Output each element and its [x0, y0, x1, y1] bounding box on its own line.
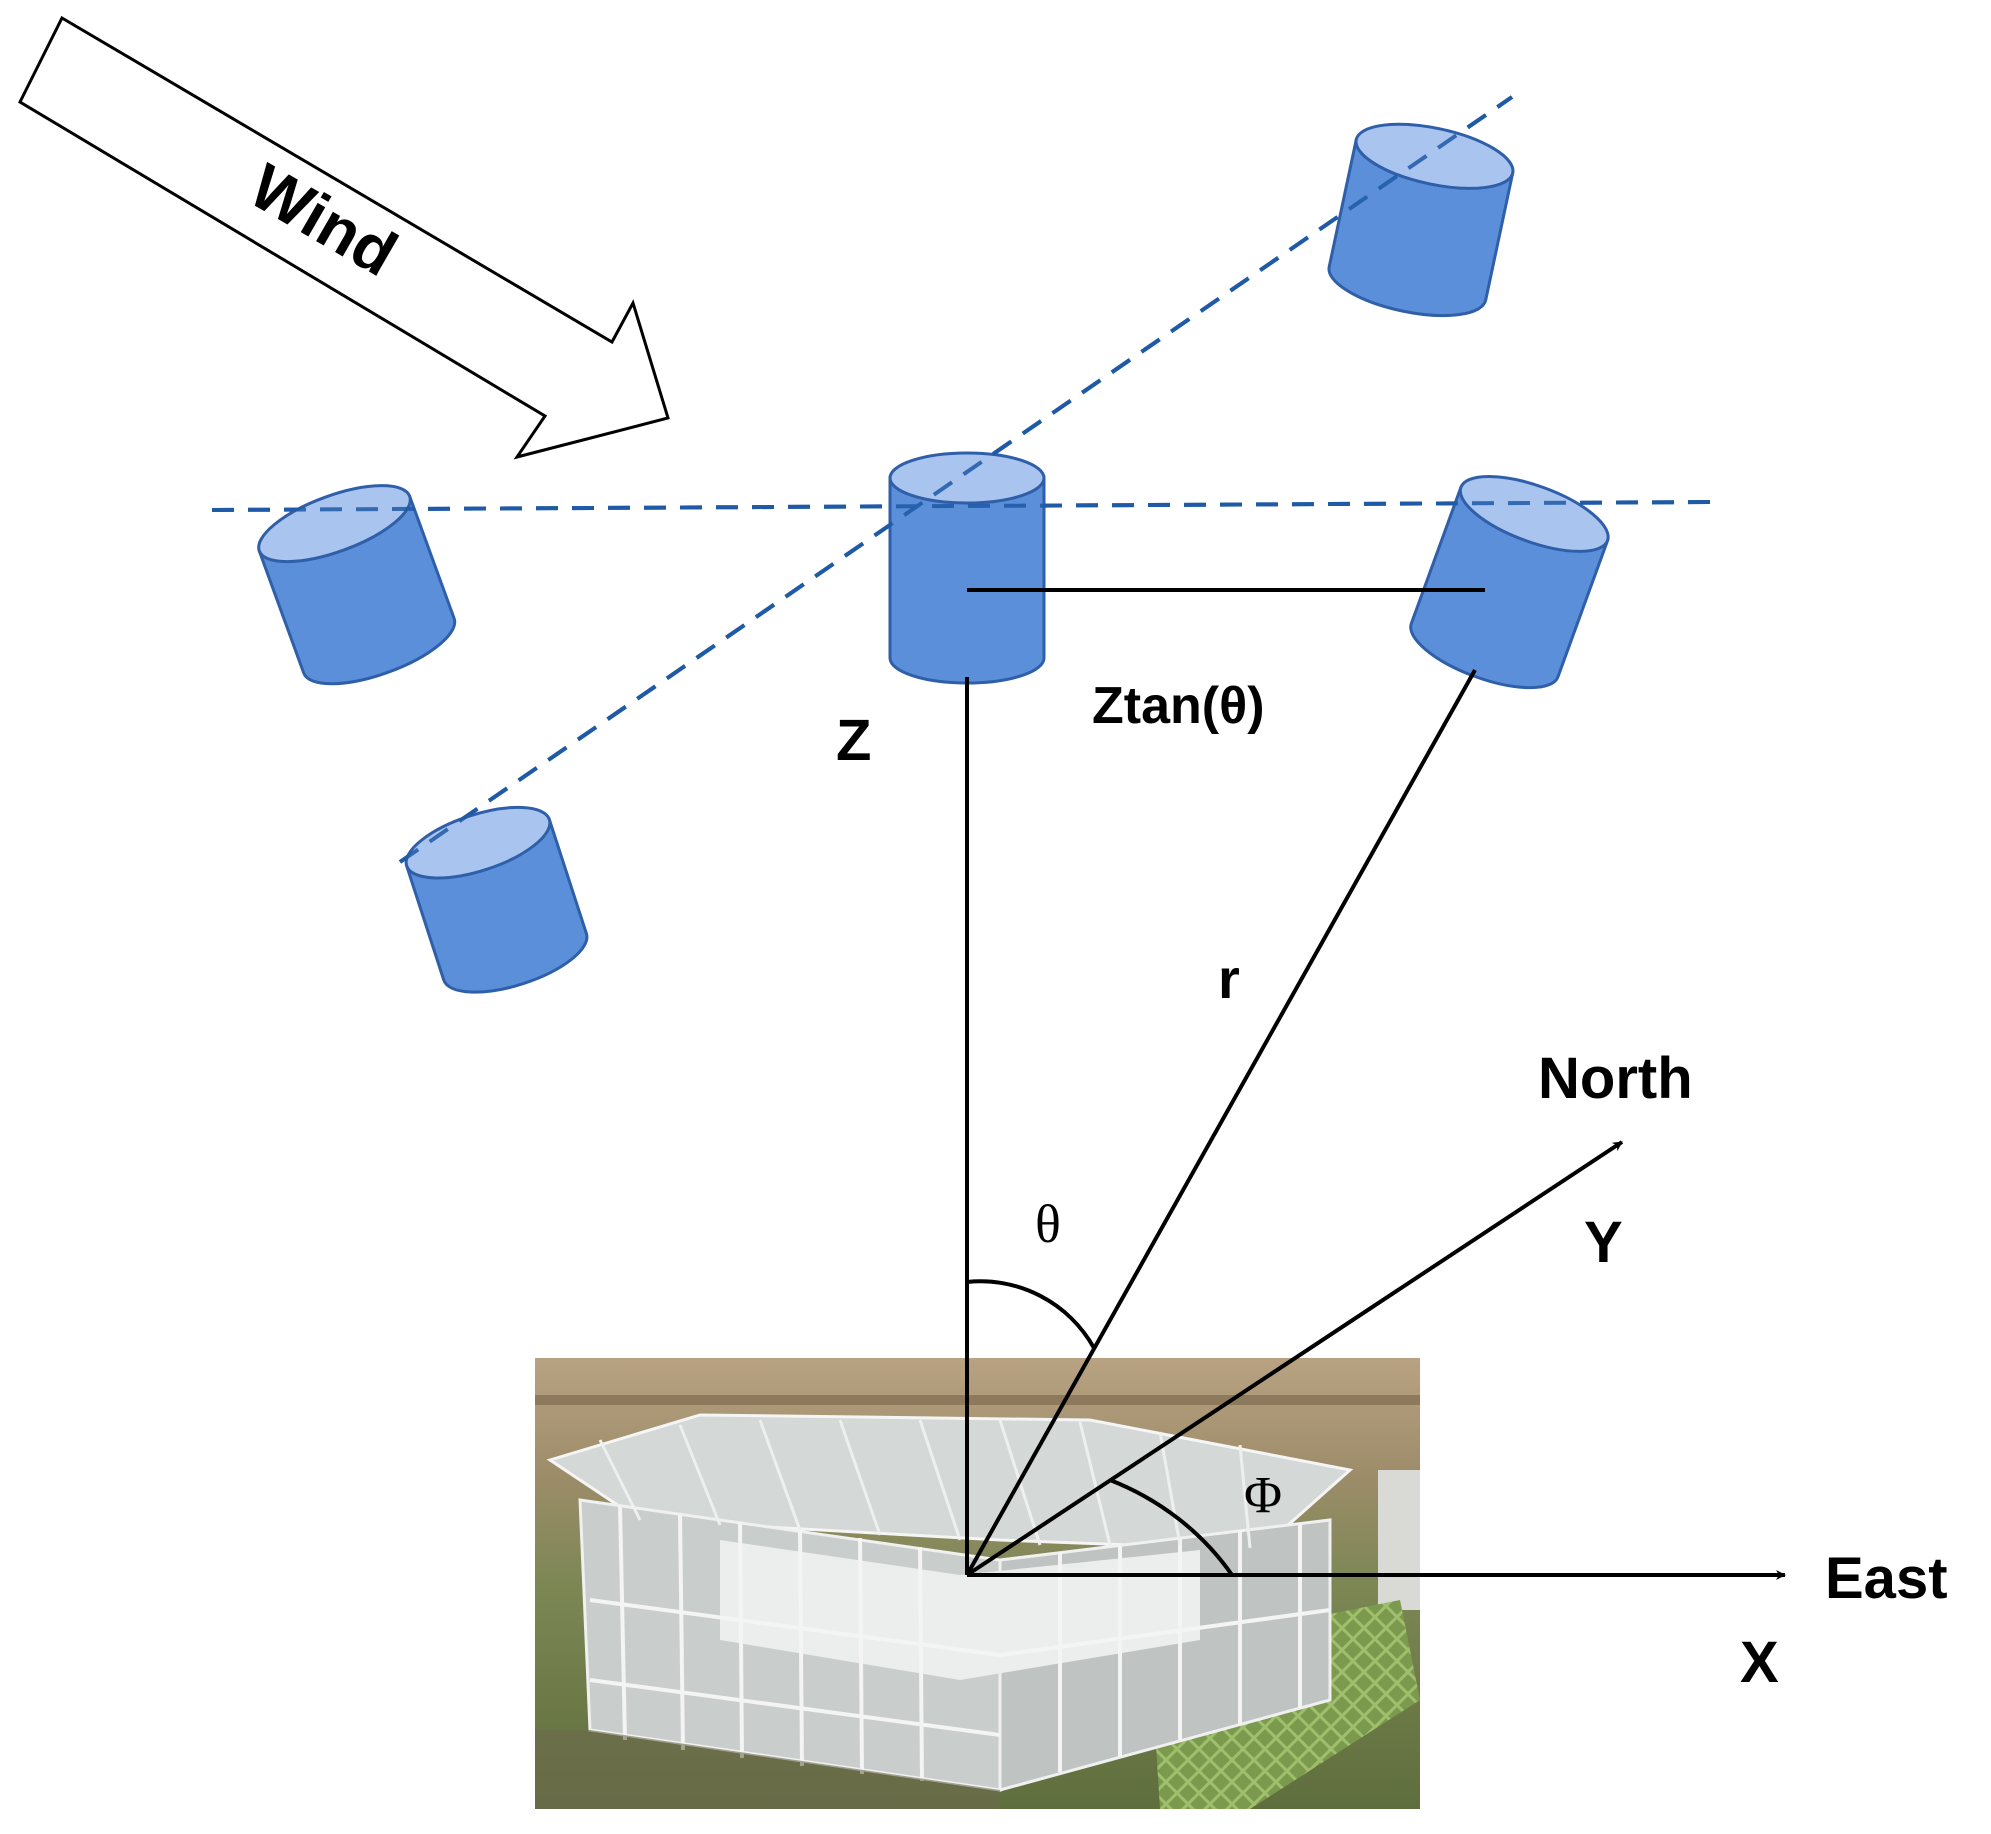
cylinder-sensor-icon [888, 451, 1046, 685]
z-label: Z [836, 708, 871, 773]
wind-arrow: Wind [18, 15, 670, 460]
cylinder-sensor-icon [404, 805, 589, 994]
theta-label: θ [1035, 1194, 1061, 1254]
north-label: North [1538, 1046, 1693, 1111]
theta-arc [966, 1279, 1096, 1349]
phi-arc [1109, 1478, 1234, 1577]
y-label: Y [1584, 1210, 1623, 1275]
x-label: X [1740, 1630, 1779, 1695]
r-line [965, 669, 1477, 1576]
cylinder-sensor-icon [257, 484, 457, 686]
geometry-lines [965, 588, 1786, 1580]
y-axis-north [965, 1140, 1624, 1577]
cylinder-sensor-icon [1327, 122, 1515, 318]
cylinder-sensor-icon [1409, 474, 1610, 690]
ztan-label: Ztan(θ) [1092, 677, 1265, 735]
phi-label: Φ [1244, 1467, 1282, 1524]
east-label: East [1825, 1546, 1948, 1611]
r-label: r [1218, 947, 1240, 1010]
greenhouse-photo [535, 1358, 1420, 1809]
labels: Z Ztan(θ) r θ Φ North Y East X [836, 677, 1948, 1695]
